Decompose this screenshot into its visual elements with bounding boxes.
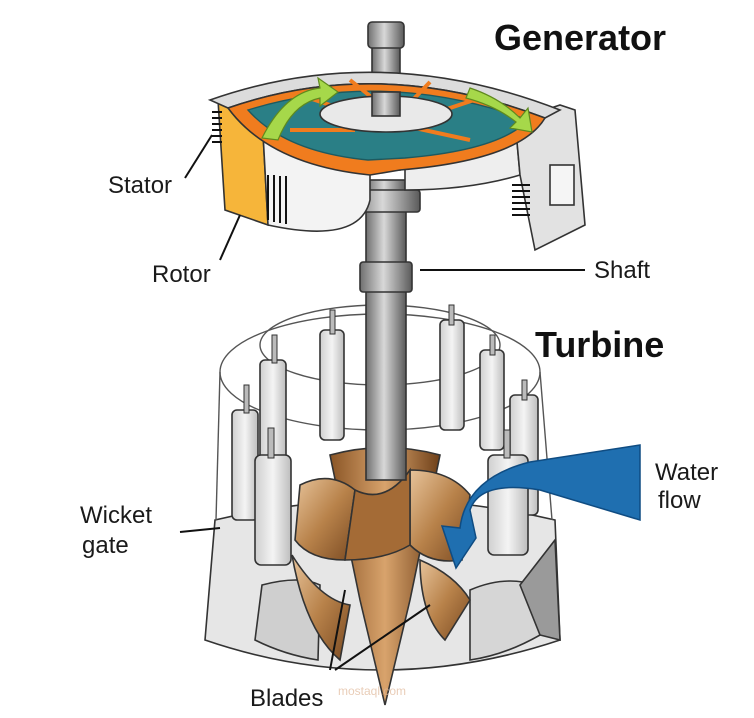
generator-assembly bbox=[207, 71, 586, 252]
rotation-arrow-left-icon bbox=[261, 76, 340, 141]
stator-coils bbox=[212, 111, 530, 224]
label-wicket-line2: gate bbox=[82, 532, 129, 559]
label-shaft: Shaft bbox=[594, 257, 650, 284]
heading-generator: Generator bbox=[494, 17, 666, 58]
turbine-runner bbox=[291, 446, 471, 706]
watermark: mostaql.com bbox=[338, 684, 406, 698]
label-stator: Stator bbox=[108, 172, 172, 199]
label-blades: Blades bbox=[250, 685, 323, 712]
water-flow-arrow-icon bbox=[440, 444, 641, 570]
heading-turbine: Turbine bbox=[535, 324, 664, 365]
label-water-line1: Water bbox=[655, 459, 718, 486]
label-rotor: Rotor bbox=[152, 261, 211, 288]
leader-lines bbox=[179, 134, 585, 671]
label-wicket-line1: Wicket bbox=[80, 502, 152, 529]
rotation-arrow-right-icon bbox=[465, 87, 533, 133]
label-water-line2: flow bbox=[658, 487, 701, 514]
wicket-gate-vanes bbox=[231, 304, 539, 566]
